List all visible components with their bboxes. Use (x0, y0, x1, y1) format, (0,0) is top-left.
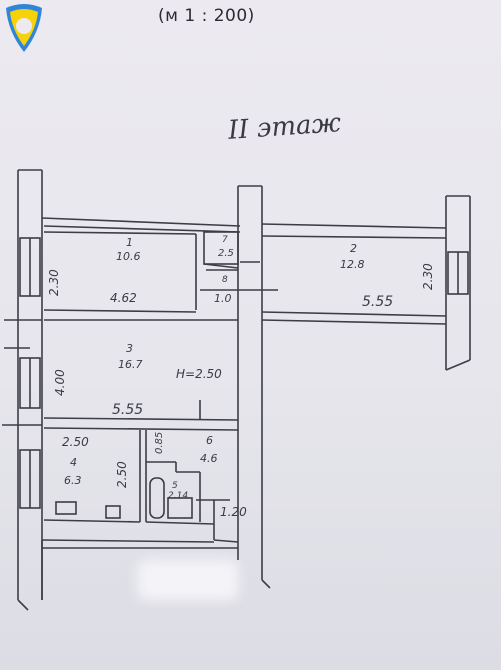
room8-number: 8 (222, 275, 228, 285)
room1-width: 4.62 (110, 291, 137, 305)
room5-number: 5 (172, 481, 178, 491)
room3-area: 16.7 (118, 358, 143, 371)
room4-width: 2.50 (62, 435, 89, 449)
room1-height: 2.30 (47, 269, 61, 296)
room6-number: 6 (206, 434, 213, 447)
logo (6, 4, 42, 52)
room2-area: 12.8 (340, 258, 365, 271)
room6-dim: 1.20 (220, 505, 247, 519)
scale-label: (м 1 : 200) (158, 6, 255, 26)
redacted-area (138, 560, 238, 600)
ceiling-height: H=2.50 (176, 367, 222, 381)
room1-area: 10.6 (116, 250, 141, 263)
room2-height: 2.30 (421, 263, 435, 290)
room2-width: 5.55 (362, 294, 393, 310)
room2-number: 2 (350, 242, 357, 255)
room1-number: 1 (126, 236, 133, 249)
room8-area: 1.0 (214, 292, 232, 305)
room4-number: 4 (70, 456, 77, 469)
room3-width: 5.55 (112, 402, 143, 418)
room4-height: 2.50 (115, 461, 129, 488)
room6-area: 4.6 (200, 452, 218, 465)
room5-width: 0.85 (154, 432, 165, 454)
room5-area: 2.14 (168, 491, 188, 501)
room7-area: 2.5 (218, 248, 234, 259)
room3-height: 4.00 (53, 369, 67, 396)
room4-area: 6.3 (64, 474, 82, 487)
room3-number: 3 (126, 342, 133, 355)
room7-number: 7 (222, 235, 228, 245)
